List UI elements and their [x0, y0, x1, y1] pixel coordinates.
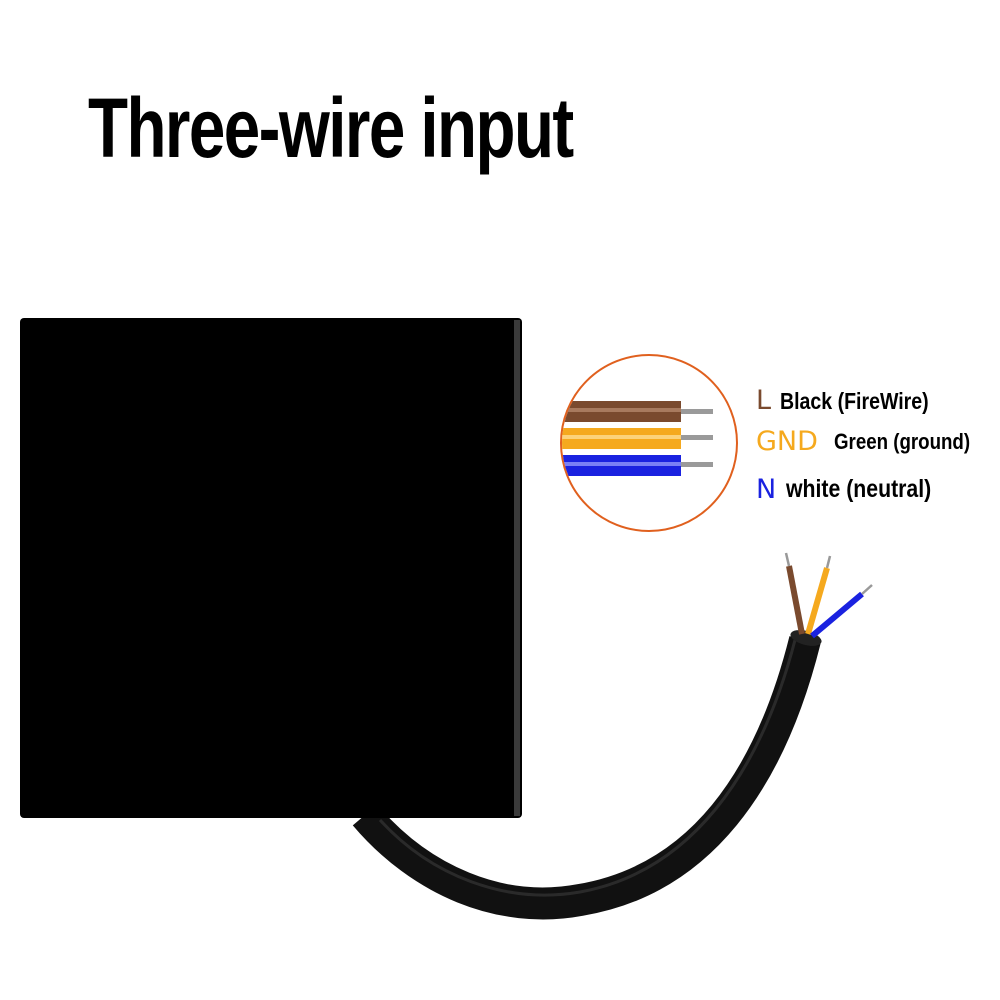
page-title: Three-wire input — [88, 81, 574, 175]
legend-desc-neutral: white (neutral) — [786, 475, 932, 503]
switch-panel — [20, 318, 522, 818]
cable-highlight — [378, 639, 797, 897]
wire-live — [786, 565, 805, 635]
legend-code-ground: GND — [756, 426, 818, 457]
legend-code-live: L — [756, 385, 772, 416]
legend-desc-ground: Green (ground) — [834, 429, 971, 454]
legend-desc-live: Black (FireWire) — [780, 388, 929, 414]
panel-edge — [514, 320, 520, 816]
wire-neutral — [810, 591, 864, 639]
cable — [352, 636, 821, 920]
legend-code-neutral: N — [756, 474, 777, 505]
wire-ground — [805, 567, 830, 635]
